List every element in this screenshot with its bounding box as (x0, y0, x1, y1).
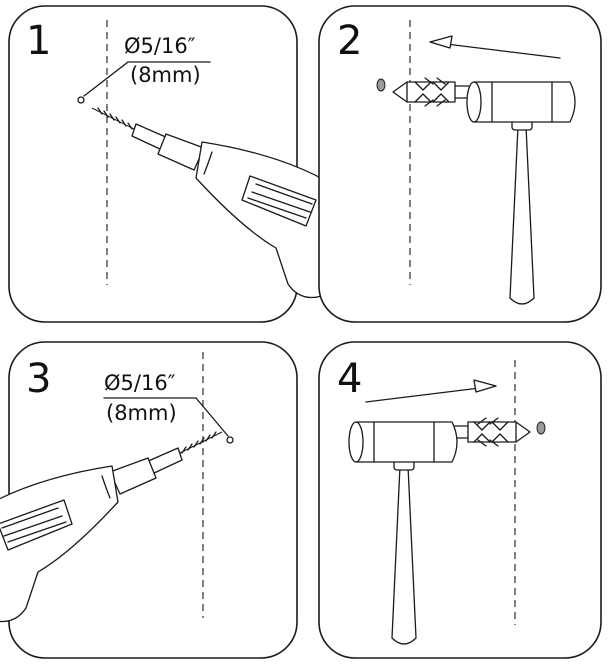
step-3-panel: 3 Ø5/16″ (8mm) (0, 341, 298, 659)
step-4-panel: 4 (318, 341, 602, 659)
step-2-panel: 2 (318, 5, 602, 323)
step-2-number: 2 (337, 18, 362, 64)
step-1-metric: (8mm) (130, 63, 201, 87)
step-3-diameter: Ø5/16″ (104, 371, 176, 395)
step-3-metric: (8mm) (106, 401, 177, 425)
step-3-number: 3 (26, 356, 51, 402)
step-1-number: 1 (26, 18, 51, 64)
step-4-number: 4 (337, 356, 362, 402)
step-1-panel: 1 Ø5/16″ (8mm) (8, 5, 358, 323)
step-1-diameter: Ø5/16″ (124, 34, 196, 58)
